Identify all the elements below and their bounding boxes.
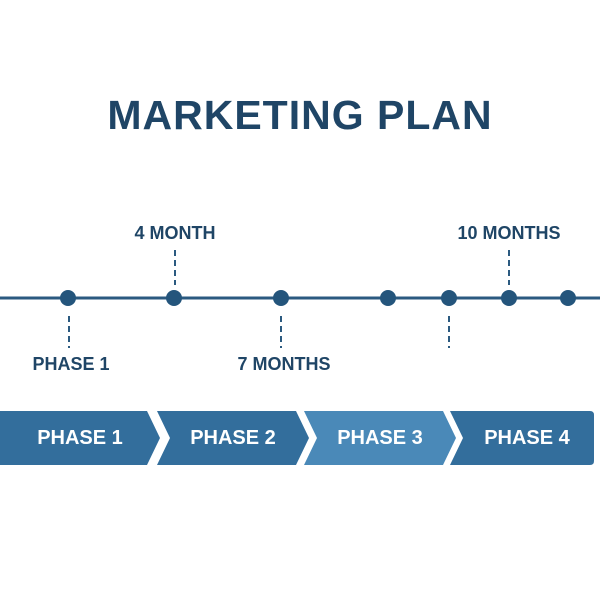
- phase-3-label: PHASE 3: [337, 427, 423, 449]
- page-title: MARKETING PLAN: [107, 92, 493, 138]
- milestone-dot: [273, 290, 289, 306]
- phase-1-label: PHASE 1: [37, 427, 123, 449]
- label-10-months: 10 MONTHS: [457, 223, 561, 243]
- milestone-dot: [60, 290, 76, 306]
- label-4-month: 4 MONTH: [134, 223, 216, 243]
- phase-2-label: PHASE 2: [190, 427, 276, 449]
- phase-4-label: PHASE 4: [484, 427, 570, 449]
- phase-4-block: [450, 411, 594, 465]
- milestone-dot: [166, 290, 182, 306]
- phase-1-chevron: [0, 411, 160, 465]
- phase-3-chevron: [304, 411, 456, 465]
- milestone-dot: [501, 290, 517, 306]
- label-phase-1: PHASE 1: [32, 354, 110, 374]
- label-7-months: 7 MONTHS: [237, 354, 331, 374]
- milestone-dot: [380, 290, 396, 306]
- phase-2-chevron: [157, 411, 309, 465]
- milestone-dot: [560, 290, 576, 306]
- milestone-dot: [441, 290, 457, 306]
